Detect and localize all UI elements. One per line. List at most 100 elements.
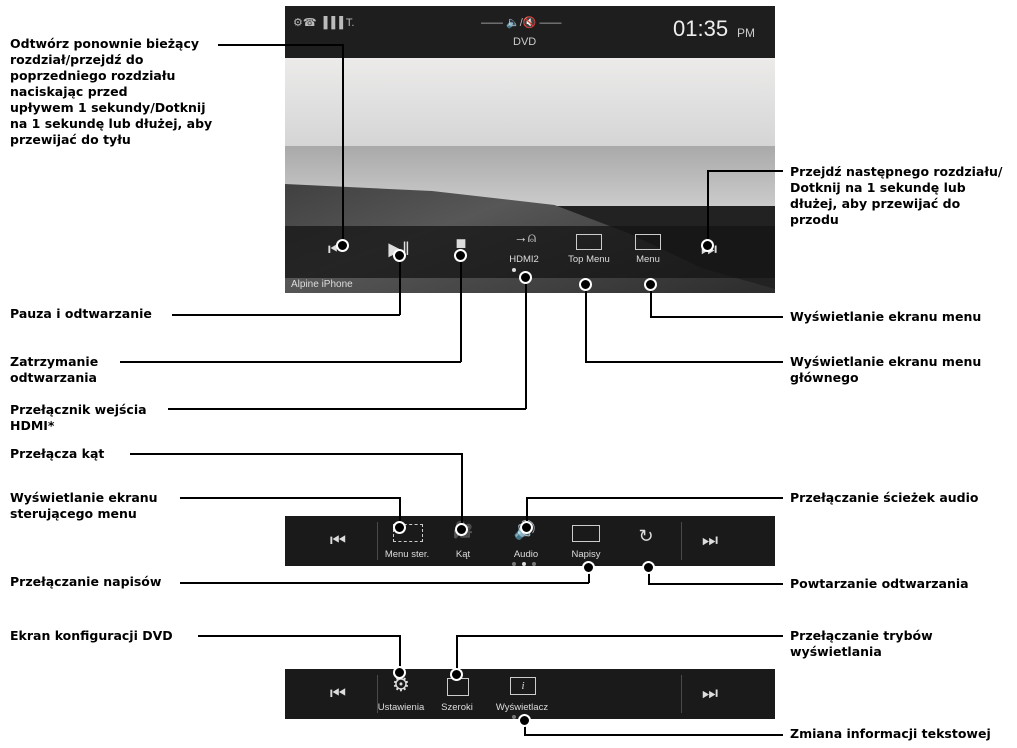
leader-line xyxy=(456,635,783,637)
page-dot xyxy=(512,715,516,719)
control-menu-icon xyxy=(393,524,423,542)
wyswietlacz-label: Wyświetlacz xyxy=(495,702,549,713)
next-button[interactable]: ⏭ xyxy=(701,530,719,550)
leader-line xyxy=(461,453,463,528)
page-dot-active xyxy=(522,562,526,566)
leader-dot xyxy=(450,668,463,681)
leader-line xyxy=(460,254,462,362)
leader-line xyxy=(399,254,401,315)
callout-angle: Przełącza kąt xyxy=(10,446,105,461)
clock-ampm: PM xyxy=(737,26,755,40)
leader-line xyxy=(218,44,343,46)
callout-control-menu: Wyświetlanie ekranu sterującego menu xyxy=(10,490,158,521)
leader-dot xyxy=(518,714,531,727)
status-bar: ⚙☎ ▐▐▐ T. —— 🔈/🔇 —— DVD 01:35 PM xyxy=(285,6,775,58)
leader-line xyxy=(588,566,590,583)
hdmi-icon: →⍝ xyxy=(513,229,537,245)
leader-dot xyxy=(642,561,655,574)
leader-dot xyxy=(393,249,406,262)
callout-display-mode: Przełączanie trybów wyświetlania xyxy=(790,628,933,659)
callout-repeat: Powtarzanie odtwarzania xyxy=(790,576,969,591)
prev-button[interactable]: ⏮ xyxy=(329,530,347,550)
callout-subtitles: Przełączanie napisów xyxy=(10,574,162,589)
gear-icon: ⚙ xyxy=(392,674,410,696)
leader-dot xyxy=(701,239,714,252)
leader-line xyxy=(585,361,783,363)
leader-line xyxy=(585,283,587,362)
leader-line xyxy=(524,719,526,735)
separator xyxy=(377,675,378,713)
szeroki-label: Szeroki xyxy=(441,702,473,713)
leader-dot xyxy=(519,271,532,284)
callout-hdmi: Przełącznik wejścia HDMI* xyxy=(10,402,147,433)
info-icon: i xyxy=(510,677,536,695)
leader-dot xyxy=(644,278,657,291)
leader-line xyxy=(180,582,589,584)
hdmi-label: HDMI2 xyxy=(509,254,539,265)
leader-line xyxy=(120,361,461,363)
callout-text-info: Zmiana informacji tekstowej xyxy=(790,726,991,741)
clock-time: 01:35 xyxy=(673,16,729,41)
leader-line xyxy=(648,583,783,585)
leader-dot xyxy=(520,521,533,534)
leader-line xyxy=(650,283,652,317)
status-icons: ⚙☎ ▐▐▐ T. xyxy=(293,17,355,29)
repeat-icon[interactable]: ↻ xyxy=(638,526,654,546)
leader-line xyxy=(172,314,400,316)
leader-line xyxy=(648,566,650,584)
menu-icon xyxy=(635,234,661,250)
leader-dot xyxy=(579,278,592,291)
page-dot xyxy=(532,562,536,566)
leader-line xyxy=(399,635,401,670)
top-menu-icon xyxy=(576,234,602,250)
device-name: Alpine iPhone xyxy=(291,279,353,290)
leader-dot xyxy=(393,666,406,679)
callout-stop: Zatrzymanie odtwarzania xyxy=(10,354,99,385)
top-menu-button[interactable]: Top Menu xyxy=(561,226,617,278)
leader-line xyxy=(168,408,526,410)
leader-line xyxy=(650,316,783,318)
menu-label: Menu xyxy=(636,254,660,265)
leader-line xyxy=(130,453,462,455)
next-button[interactable]: ⏭ xyxy=(701,683,719,703)
wyswietlacz-button[interactable]: i Wyświetlacz xyxy=(487,669,557,719)
separator xyxy=(681,675,682,713)
stop-button[interactable]: ■ xyxy=(455,233,467,253)
leader-line xyxy=(342,44,344,244)
callout-next: Przejdź następnego rozdziału/ Dotknij na… xyxy=(790,164,1003,227)
control-bar: ⏮ ▶‖ ■ →⍝ HDMI2 Top Menu Menu ⏭ xyxy=(285,226,775,278)
hdmi-switch-button[interactable]: →⍝ HDMI2 xyxy=(498,226,550,278)
napisy-button[interactable]: Napisy xyxy=(565,516,607,566)
leader-dot xyxy=(393,521,406,534)
separator xyxy=(681,522,682,560)
callout-prev: Odtwórz ponownie bieżący rozdział/przejd… xyxy=(10,36,213,147)
control-panel-3: ⏮ ⚙ Ustawienia Szeroki i Wyświetlacz ⏭ xyxy=(285,669,775,719)
audio-label: Audio xyxy=(513,549,539,560)
callout-top-menu: Wyświetlanie ekranu menu głównego xyxy=(790,354,982,385)
leader-line xyxy=(198,635,400,637)
volume-status-icon: —— 🔈/🔇 —— xyxy=(481,17,562,29)
leader-dot xyxy=(454,249,467,262)
ustawienia-button[interactable]: ⚙ Ustawienia xyxy=(373,669,429,719)
kat-label: Kąt xyxy=(455,549,471,560)
callout-audio: Przełączanie ścieżek audio xyxy=(790,490,979,505)
leader-dot xyxy=(336,239,349,252)
menu-ster-button[interactable]: Menu ster. xyxy=(379,516,435,566)
source-label: DVD xyxy=(513,36,537,48)
top-menu-label: Top Menu xyxy=(568,254,610,265)
callout-pause: Pauza i odtwarzanie xyxy=(10,306,152,321)
leader-line xyxy=(707,170,783,172)
page-dot xyxy=(512,268,516,272)
callout-dvd-setup: Ekran konfiguracji DVD xyxy=(10,628,173,643)
leader-line xyxy=(399,497,401,526)
separator xyxy=(377,522,378,560)
leader-line xyxy=(524,734,783,736)
prev-button[interactable]: ⏮ xyxy=(329,683,347,703)
subtitles-icon xyxy=(572,525,600,542)
leader-line xyxy=(707,170,709,240)
leader-line xyxy=(525,276,527,409)
menu-ster-label: Menu ster. xyxy=(384,549,430,560)
menu-button[interactable]: Menu xyxy=(623,226,673,278)
leader-line xyxy=(526,497,528,526)
ustawienia-label: Ustawienia xyxy=(377,702,425,713)
